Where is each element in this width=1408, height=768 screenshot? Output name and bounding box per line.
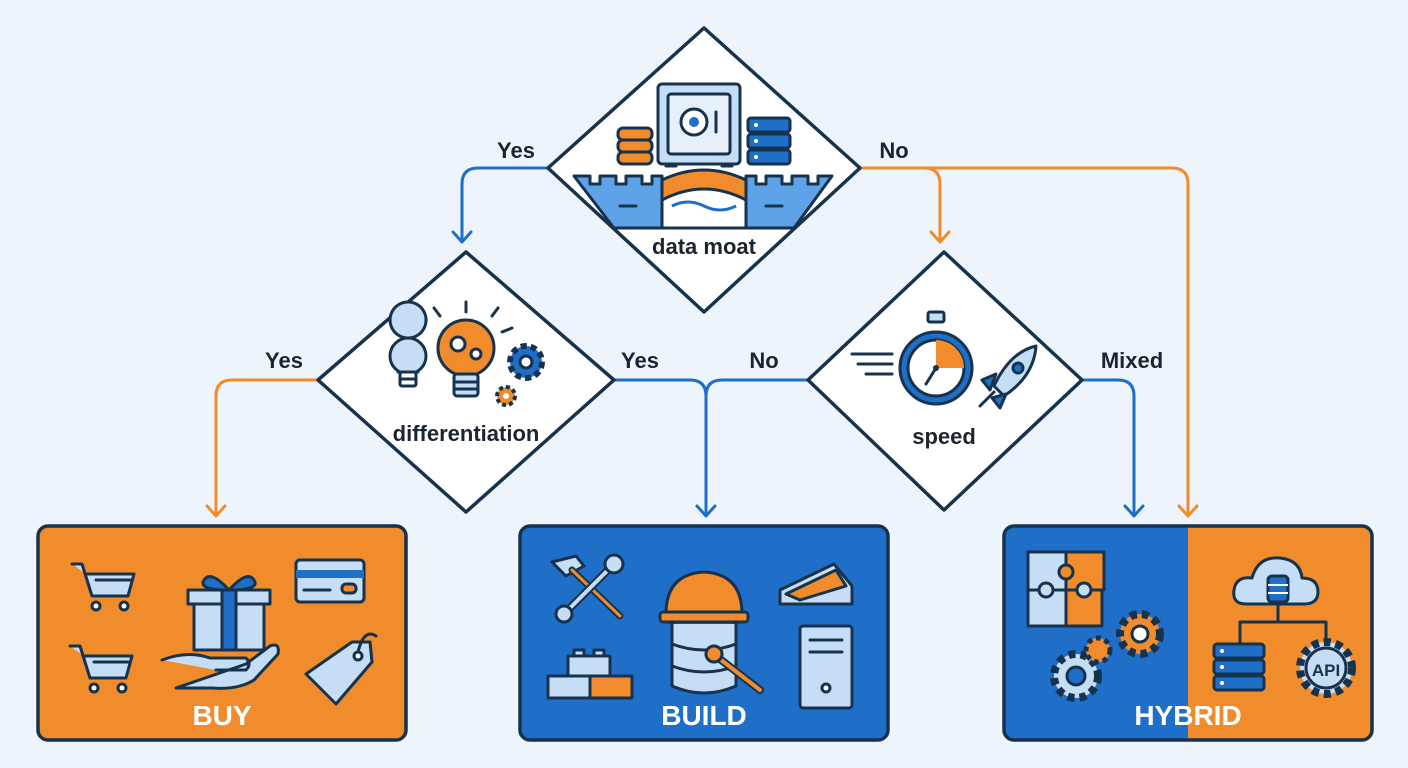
edge-moat-no: [858, 166, 942, 242]
server-tower-icon: [798, 624, 854, 710]
price-tag-icon: [304, 632, 378, 706]
outcome-hybrid: API HYBRID: [1002, 524, 1374, 742]
node-label-data-moat: data moat: [652, 234, 757, 259]
api-label: API: [1312, 661, 1340, 680]
outcome-label-hybrid: HYBRID: [1134, 700, 1241, 731]
edge-label-moat-yes: Yes: [497, 138, 535, 163]
api-gear-icon: API: [1296, 638, 1356, 698]
hammer-wrench-icon: [550, 553, 625, 624]
edge-label-speed-mixed: Mixed: [1101, 348, 1163, 373]
gift-hand-icon: [160, 575, 280, 690]
shopping-cart-icon: [68, 644, 134, 694]
arrowhead: [451, 230, 473, 244]
edge-label-diff-yes-right: Yes: [621, 348, 659, 373]
decision-differentiation: differentiation: [316, 250, 616, 514]
edge-moat-no-hybrid: [922, 166, 1190, 516]
outcome-buy: BUY: [36, 524, 408, 742]
rocket-icon: [978, 344, 1038, 410]
motion-lines-icon: [850, 352, 894, 376]
hard-hat-database-icon: [658, 570, 764, 695]
lightbulb-icon: [388, 300, 428, 388]
decision-data-moat: data moat: [546, 26, 862, 314]
building-blocks-icon: [546, 648, 634, 700]
arrowhead: [695, 504, 717, 518]
edge-diff-yes-build: [612, 378, 708, 516]
arrowhead: [929, 230, 951, 244]
stopwatch-icon: [898, 310, 974, 406]
edge-speed-mixed-hybrid: [1080, 378, 1136, 516]
idea-gears-lightbulb-icon: [432, 300, 514, 398]
edge-speed-no-build: [704, 378, 810, 398]
arrowhead: [1177, 504, 1199, 518]
edge-label-speed-no: No: [749, 348, 778, 373]
connectors: [205, 166, 1199, 518]
arrowhead: [1123, 504, 1145, 518]
node-label-speed: speed: [912, 424, 976, 449]
castle-wall-icon: [572, 174, 834, 230]
ruler-icon: [778, 562, 854, 606]
cloud-database-icon: [1232, 556, 1328, 644]
node-label-differentiation: differentiation: [393, 421, 540, 446]
decision-speed: speed: [806, 250, 1084, 512]
server-stack-icon: [746, 116, 792, 166]
outcome-build: BUILD: [518, 524, 890, 742]
edge-label-diff-yes-left: Yes: [265, 348, 303, 373]
edge-diff-yes-buy: [214, 378, 320, 516]
gear-icon: [495, 343, 545, 407]
edge-label-moat-no: No: [879, 138, 908, 163]
edge-moat-yes: [460, 166, 550, 242]
puzzle-icon: [1026, 550, 1106, 628]
safe-icon: [656, 82, 742, 168]
arrowhead: [205, 504, 227, 518]
shopping-cart-icon: [70, 562, 136, 612]
server-stack-icon: [1212, 642, 1266, 692]
outcome-label-build: BUILD: [661, 700, 747, 731]
outcome-label-buy: BUY: [192, 700, 251, 731]
bridge-icon: [660, 168, 748, 230]
gears-icon: [1050, 610, 1164, 702]
credit-card-icon: [294, 558, 366, 604]
coin-stack-icon: [616, 126, 654, 166]
